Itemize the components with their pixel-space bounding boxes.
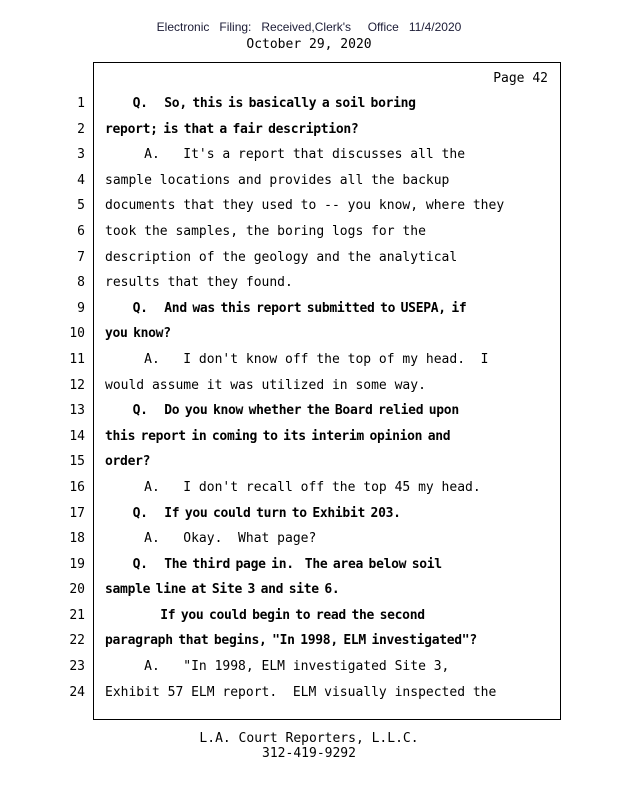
reporter-footer: L.A. Court Reporters, L.L.C. 312-419-929… <box>0 731 618 761</box>
transcript-line: 13 Q. Do you know whether the Board reli… <box>0 403 618 429</box>
filing-header: Electronic Filing: Received,Clerk's Offi… <box>0 20 618 52</box>
line-number: 12 <box>69 377 85 393</box>
transcript-line: 2 report; is that a fair description? <box>0 122 618 148</box>
transcript-line: 11 A. I don't know off the top of my hea… <box>0 352 618 378</box>
page-border-box: Page 42 <box>93 62 561 720</box>
line-number: 15 <box>69 454 85 470</box>
transcript-line: 6 took the samples, the boring logs for … <box>0 224 618 250</box>
line-number: 1 <box>77 96 85 111</box>
line-text: A. Okay. What page? <box>105 531 317 547</box>
transcript-line: 23 A. "In 1998, ELM investigated Site 3, <box>0 659 618 685</box>
line-number: 21 <box>69 607 85 623</box>
line-number: 19 <box>69 556 85 572</box>
transcript-line: 5 documents that they used to -- you kno… <box>0 198 618 224</box>
line-text: Q. If you could turn to Exhibit 203. <box>105 505 401 521</box>
page-number-label: Page 42 <box>493 71 548 86</box>
transcript-line: 1 Q. So, this is basically a soil boring <box>0 96 618 122</box>
transcript-line: 4 sample locations and provides all the … <box>0 173 618 199</box>
transcript-line: 10 you know? <box>0 326 618 352</box>
transcript-line: 19 Q. The third page in. The area below … <box>0 557 618 583</box>
transcript-line: 20 sample line at Site 3 and site 6. <box>0 582 618 608</box>
reporter-name: L.A. Court Reporters, L.L.C. <box>199 731 419 746</box>
transcript-line: 9 Q. And was this report submitted to US… <box>0 301 618 327</box>
line-text: paragraph that begins, "In 1998, ELM inv… <box>105 633 477 649</box>
transcript-line: 21 If you could begin to read the second <box>0 608 618 634</box>
line-number: 20 <box>69 582 85 598</box>
line-text: results that they found. <box>105 275 293 291</box>
line-text: Q. And was this report submitted to USEP… <box>105 300 467 316</box>
line-number: 4 <box>77 172 85 188</box>
line-number: 9 <box>77 300 85 316</box>
line-number: 13 <box>69 403 85 419</box>
line-text: you know? <box>105 326 171 342</box>
transcript-line: 8 results that they found. <box>0 275 618 301</box>
line-text: A. It's a report that discusses all the <box>105 147 466 163</box>
transcript-lines: 1 Q. So, this is basically a soil boring… <box>0 96 618 710</box>
reporter-phone: 312-419-9292 <box>262 746 356 761</box>
transcript-line: 18 A. Okay. What page? <box>0 531 618 557</box>
line-text: A. I don't recall off the top 45 my head… <box>105 479 481 495</box>
line-text: report; is that a fair description? <box>105 121 359 137</box>
transcript-line: 3 A. It's a report that discusses all th… <box>0 147 618 173</box>
line-text: sample locations and provides all the ba… <box>105 172 450 188</box>
transcript-line: 24 Exhibit 57 ELM report. ELM visually i… <box>0 685 618 711</box>
line-text: documents that they used to -- you know,… <box>105 198 505 214</box>
line-number: 24 <box>69 684 85 700</box>
line-number: 6 <box>77 223 85 239</box>
transcript-line: 16 A. I don't recall off the top 45 my h… <box>0 480 618 506</box>
line-number: 22 <box>69 633 85 649</box>
line-number: 5 <box>77 198 85 214</box>
line-text: Q. Do you know whether the Board relied … <box>105 403 460 419</box>
line-text: took the samples, the boring logs for th… <box>105 223 426 239</box>
line-text: description of the geology and the analy… <box>105 249 458 265</box>
line-text: Q. So, this is basically a soil boring <box>105 96 416 111</box>
transcript-line: 7 description of the geology and the ana… <box>0 250 618 276</box>
line-number: 16 <box>69 479 85 495</box>
transcript-line: 14 this report in coming to its interim … <box>0 429 618 455</box>
line-number: 23 <box>69 659 85 675</box>
transcript-line: 17 Q. If you could turn to Exhibit 203. <box>0 506 618 532</box>
line-text: Q. The third page in. The area below soi… <box>105 556 442 572</box>
line-number: 10 <box>69 326 85 342</box>
line-text: order? <box>105 454 151 470</box>
line-number: 8 <box>77 275 85 291</box>
line-text: sample line at Site 3 and site 6. <box>105 582 340 598</box>
line-text: If you could begin to read the second <box>105 607 425 623</box>
line-text: this report in coming to its interim opi… <box>105 428 451 444</box>
line-text: would assume it was utilized in some way… <box>105 377 426 393</box>
line-number: 14 <box>69 428 85 444</box>
line-number: 7 <box>77 249 85 265</box>
transcript-line: 22 paragraph that begins, "In 1998, ELM … <box>0 633 618 659</box>
line-text: A. I don't know off the top of my head. … <box>105 351 489 367</box>
line-number: 3 <box>77 147 85 163</box>
line-number: 18 <box>69 531 85 547</box>
transcript-line: 15 order? <box>0 454 618 480</box>
electronic-filing-stamp: Electronic Filing: Received,Clerk's Offi… <box>156 20 462 34</box>
transcript-date: October 29, 2020 <box>246 37 372 52</box>
line-text: Exhibit 57 ELM report. ELM visually insp… <box>105 684 497 700</box>
line-number: 11 <box>69 351 85 367</box>
line-number: 17 <box>69 505 85 521</box>
transcript-line: 12 would assume it was utilized in some … <box>0 378 618 404</box>
line-text: A. "In 1998, ELM investigated Site 3, <box>105 659 450 675</box>
line-number: 2 <box>77 121 85 137</box>
